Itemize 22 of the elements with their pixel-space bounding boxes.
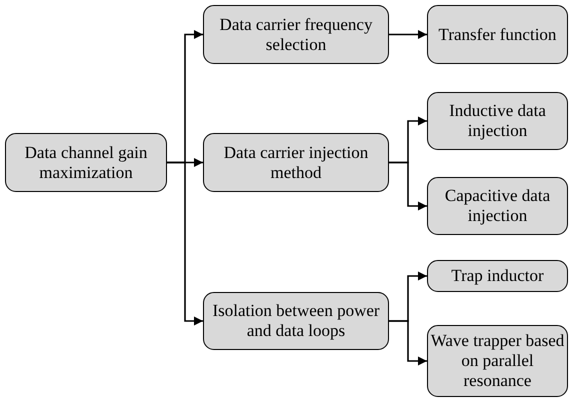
process-box: [427, 92, 568, 150]
arrow: [167, 162, 203, 326]
box-label: Trap inductor: [451, 266, 544, 286]
process-box: [427, 177, 568, 235]
arrow: [389, 162, 427, 210]
process-box: [203, 5, 389, 64]
arrow: [389, 30, 427, 39]
box-label: Inductive data injection: [448, 101, 547, 141]
box-label: Data carrier injection method: [222, 142, 370, 182]
box-label: Capacitive data injection: [444, 186, 552, 226]
arrow: [389, 320, 427, 366]
process-box: [427, 5, 568, 64]
process-box: [5, 133, 167, 192]
process-box: [203, 133, 389, 192]
box-label: Data carrier frequency selection: [218, 14, 374, 54]
box-label: Data channel gain maximization: [24, 142, 148, 182]
process-box: [427, 260, 568, 292]
box-label: Transfer function: [438, 24, 556, 44]
box-label: Isolation between power and data loops: [211, 301, 381, 341]
process-box: [427, 325, 568, 397]
process-box: [203, 292, 389, 350]
box-label: Wave trapper based on parallel resonance: [430, 331, 566, 391]
